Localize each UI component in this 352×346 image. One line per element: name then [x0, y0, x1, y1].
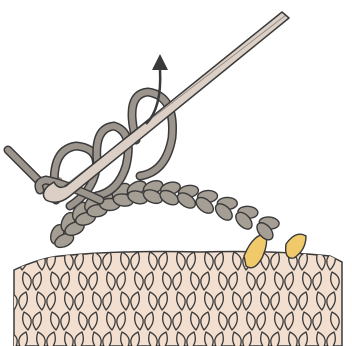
fabric-stitch [345, 332, 352, 346]
fabric-stitch [5, 312, 14, 330]
arrow-head [152, 54, 168, 70]
fabric-base-rows [0, 252, 352, 346]
fabric-stitch [345, 252, 352, 270]
fabric-stitch [9, 252, 18, 270]
hook-groove [64, 15, 286, 186]
fabric-stitch [345, 292, 352, 310]
crochet-hook [43, 12, 289, 202]
fabric-stitch [5, 272, 14, 290]
